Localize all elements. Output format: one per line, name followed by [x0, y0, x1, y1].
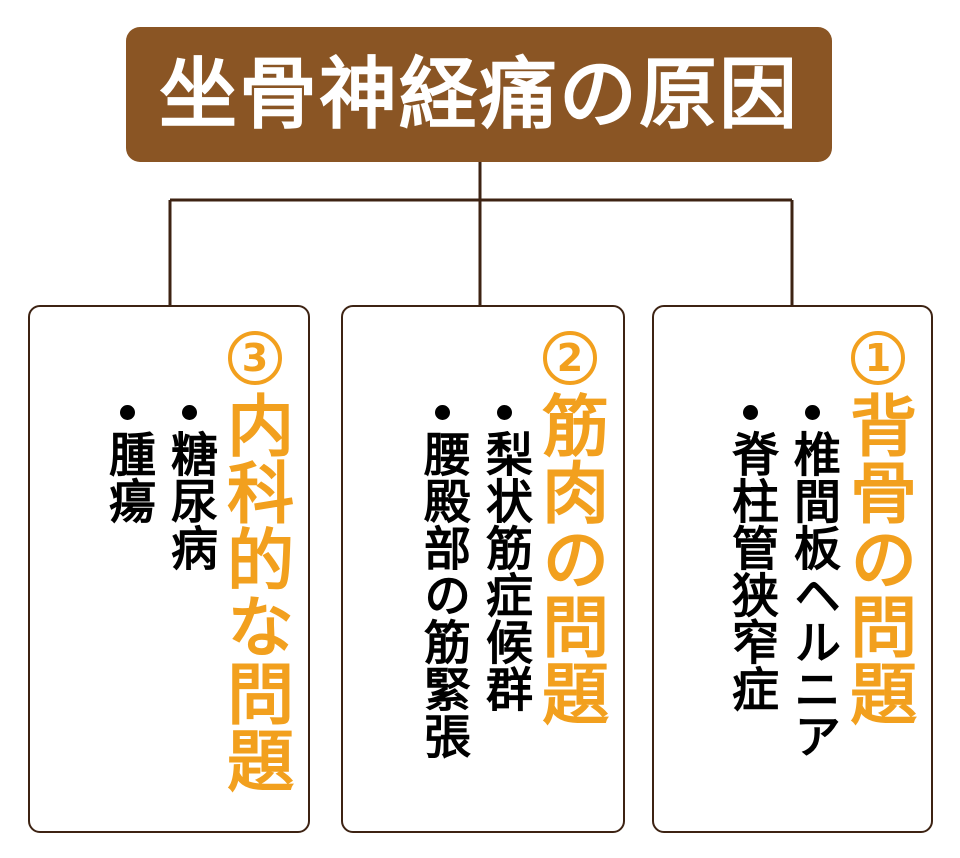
- category-box-1-inner: 脊柱管狭窄症 椎間板ヘルニア 1 背骨の問題: [715, 307, 931, 831]
- category-box-1-items: 脊柱管狭窄症 椎間板ヘルニア: [715, 307, 840, 759]
- list-item: 梨状筋症候群: [476, 405, 532, 712]
- category-box-1: 脊柱管狭窄症 椎間板ヘルニア 1 背骨の問題: [652, 305, 933, 833]
- bullet-dot-icon: [742, 405, 758, 420]
- list-item-label: 糖尿病: [161, 430, 217, 571]
- category-box-2: 腰殿部の筋緊張 梨状筋症候群 2 筋肉の問題: [341, 305, 625, 833]
- category-box-3-items: 腫瘍 糖尿病: [92, 307, 217, 571]
- category-box-2-heading: 2 筋肉の問題: [531, 307, 609, 726]
- circled-number-badge: 3: [228, 331, 282, 385]
- category-box-2-items: 腰殿部の筋緊張 梨状筋症候群: [407, 307, 532, 759]
- category-box-1-heading: 1 背骨の問題: [839, 307, 917, 726]
- list-item: 腫瘍: [99, 405, 155, 524]
- category-heading-label: 筋肉の問題: [531, 391, 610, 726]
- category-heading-label: 内科的な問題: [216, 391, 295, 793]
- circled-number-badge: 2: [543, 331, 597, 385]
- bullet-dot-icon: [434, 405, 450, 420]
- bullet-dot-icon: [496, 405, 512, 420]
- list-item-label: 腰殿部の筋緊張: [414, 430, 470, 759]
- category-box-2-inner: 腰殿部の筋緊張 梨状筋症候群 2 筋肉の問題: [407, 307, 623, 831]
- category-box-3-inner: 腫瘍 糖尿病 3 内科的な問題: [92, 307, 308, 831]
- list-item: 脊柱管狭窄症: [722, 405, 778, 712]
- diagram-title-text: 坐骨神経痛の原因: [158, 49, 799, 140]
- list-item-label: 脊柱管狭窄症: [722, 430, 778, 712]
- category-box-3-heading: 3 内科的な問題: [216, 307, 294, 793]
- list-item: 椎間板ヘルニア: [784, 405, 840, 759]
- list-item: 糖尿病: [161, 405, 217, 571]
- bullet-dot-icon: [804, 405, 820, 420]
- list-item-label: 椎間板ヘルニア: [784, 430, 840, 759]
- list-item-label: 梨状筋症候群: [476, 430, 532, 712]
- category-heading-label: 背骨の問題: [839, 391, 918, 726]
- bullet-dot-icon: [181, 405, 197, 420]
- list-item-label: 腫瘍: [99, 430, 155, 524]
- category-box-3: 腫瘍 糖尿病 3 内科的な問題: [28, 305, 310, 833]
- bullet-dot-icon: [119, 405, 135, 420]
- diagram-title-banner: 坐骨神経痛の原因: [126, 27, 832, 162]
- list-item: 腰殿部の筋緊張: [414, 405, 470, 759]
- circled-number-badge: 1: [851, 331, 905, 385]
